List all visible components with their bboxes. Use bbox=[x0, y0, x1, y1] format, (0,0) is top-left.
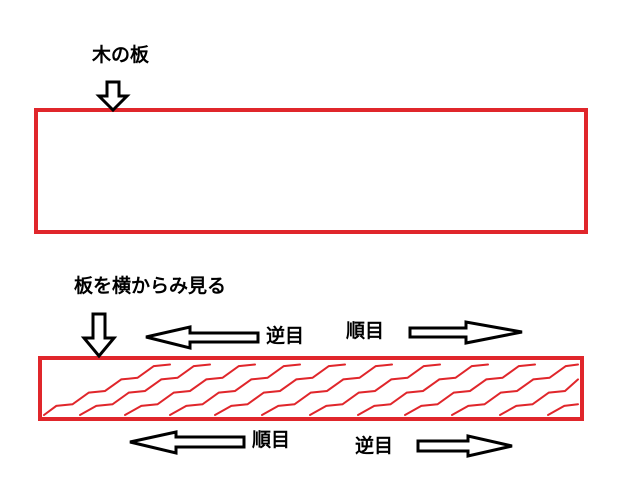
down-arrow-icon bbox=[95, 80, 131, 113]
left-arrow-icon bbox=[145, 325, 260, 350]
right-arrow-icon bbox=[408, 320, 523, 345]
grain-stroke bbox=[124, 363, 256, 416]
grain-stroke bbox=[79, 363, 211, 416]
grain-stroke bbox=[499, 378, 579, 416]
left-arrow-icon bbox=[129, 430, 246, 455]
board-side-view bbox=[38, 356, 584, 421]
grain-stroke bbox=[169, 363, 301, 416]
bottom-right-arrow-label: 逆目 bbox=[355, 435, 394, 457]
grain-stroke bbox=[309, 363, 441, 416]
grain-stroke bbox=[404, 363, 536, 416]
grain-stroke bbox=[357, 363, 489, 416]
top-right-arrow-label: 順目 bbox=[346, 320, 385, 342]
down-arrow-icon bbox=[80, 312, 118, 359]
board-top-view bbox=[34, 108, 588, 234]
grain-stroke bbox=[451, 363, 579, 416]
top-left-arrow-label: 逆目 bbox=[266, 325, 305, 347]
side-view-label: 板を横からみ見る bbox=[74, 275, 227, 297]
grain-stroke bbox=[43, 363, 171, 416]
grain-stroke bbox=[547, 403, 579, 416]
grain-stroke bbox=[214, 363, 346, 416]
bottom-left-arrow-label: 順目 bbox=[252, 429, 291, 451]
right-arrow-icon bbox=[416, 434, 513, 458]
grain-stroke bbox=[261, 363, 393, 416]
wood-board-label: 木の板 bbox=[92, 44, 150, 66]
wood-grain-lines bbox=[43, 363, 579, 416]
